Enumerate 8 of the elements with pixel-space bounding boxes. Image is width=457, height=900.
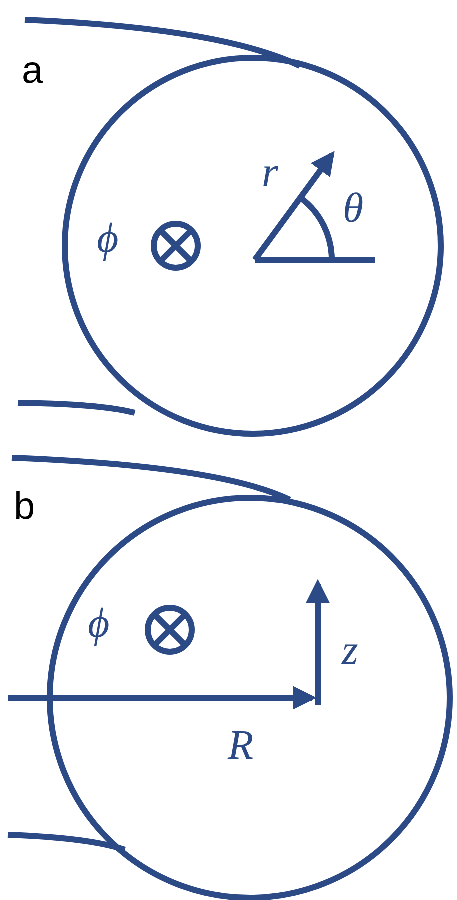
axis-label: r [262, 152, 278, 194]
angle-label: θ [343, 188, 364, 230]
panel-label: b [14, 488, 36, 526]
axis-label: z [342, 630, 358, 672]
angle-label: ϕ [88, 603, 110, 645]
angle-label: ϕ [97, 218, 119, 260]
axis-label: R [228, 725, 254, 767]
panel-label: a [22, 52, 44, 90]
